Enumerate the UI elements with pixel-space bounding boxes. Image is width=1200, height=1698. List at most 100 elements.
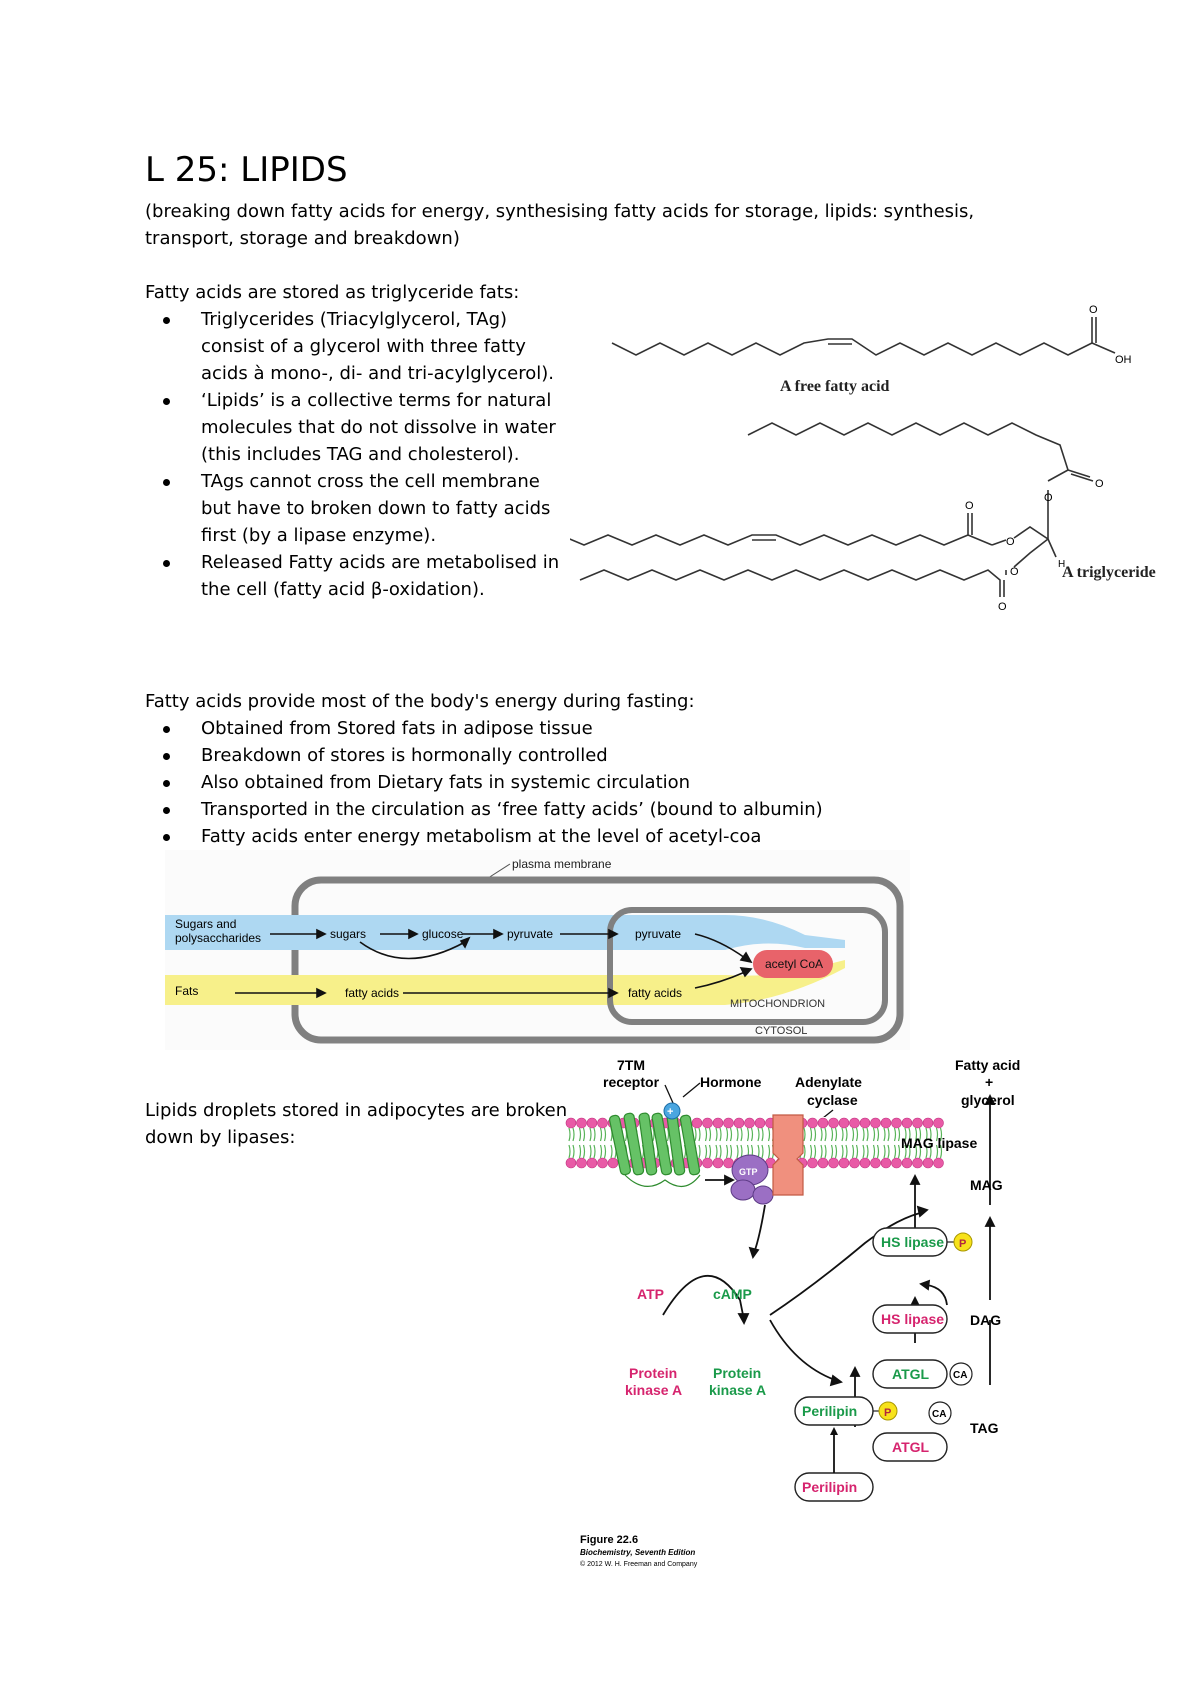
metabolism-arrows — [235, 928, 753, 999]
free-fatty-acid-chain — [611, 317, 1116, 356]
subtitle: (breaking down fatty acids for energy, s… — [145, 201, 975, 249]
receptor-label: receptor — [603, 1074, 660, 1090]
lipid-head — [723, 1117, 734, 1129]
lipid-head — [576, 1157, 587, 1169]
lipid-tail — [904, 1144, 911, 1159]
lipid-head — [880, 1157, 892, 1169]
lipid-head — [870, 1157, 881, 1169]
lipid-head — [597, 1117, 608, 1129]
fatty-acids-mito-label: fatty acids — [628, 986, 682, 1000]
hs-lipase-inactive-node — [872, 1304, 948, 1334]
lipid-tail — [904, 1127, 911, 1142]
page-title: L 25: LIPIDS — [145, 150, 348, 190]
lipid-tail — [914, 1144, 922, 1159]
ca-icon — [928, 1401, 952, 1425]
lipid-head — [702, 1157, 713, 1169]
lipid-head — [901, 1157, 913, 1169]
lipid-tail — [830, 1127, 838, 1142]
lipid-head — [712, 1157, 724, 1169]
fatty-acid-glycerol-label: Fatty acid — [955, 1057, 1020, 1073]
mitochondrion-outline — [607, 907, 888, 1025]
lipid-head — [891, 1117, 902, 1129]
tag-label: TAG — [970, 1420, 999, 1436]
bullet-dot — [163, 479, 170, 486]
lipid-tail — [925, 1127, 932, 1142]
list-item: Obtained from Stored fats in adipose tis… — [145, 715, 1045, 742]
g-protein — [730, 1154, 774, 1205]
phosphate-label: P — [959, 1238, 966, 1250]
lipid-tail — [820, 1127, 827, 1142]
lipid-head — [859, 1157, 871, 1169]
free-fatty-acid-label: A free fatty acid — [780, 378, 890, 395]
energy-metabolism-diagram: plasma membrane Sugars and polysaccharid… — [165, 850, 910, 1050]
lipid-head — [838, 1117, 850, 1129]
atom-o: O — [1089, 304, 1098, 316]
storage-bullet-list: Triglycerides (Triacylglycerol, TAg) con… — [145, 306, 565, 603]
atom-o: O — [965, 500, 974, 512]
atom-o: O — [1010, 566, 1019, 578]
sugars-source-label: Sugars and — [175, 917, 236, 931]
lipid-tail — [935, 1144, 943, 1159]
bullet-dot — [163, 398, 170, 405]
list-item: Breakdown of stores is hormonally contro… — [145, 742, 1045, 769]
pka-inactive-label: Protein — [629, 1365, 677, 1381]
phosphate-label: P — [884, 1407, 891, 1419]
figure-caption: Figure 22.6 — [580, 1534, 638, 1546]
lipid-head — [912, 1117, 923, 1129]
atgl-inactive-label: ATGL — [892, 1439, 930, 1455]
lipid-head — [744, 1117, 755, 1129]
pka-inactive-label: kinase A — [625, 1382, 682, 1398]
lipid-tail — [872, 1144, 880, 1159]
lipid-tail — [809, 1144, 817, 1159]
lipid-head — [817, 1117, 829, 1129]
hormone-plus-label: + — [667, 1106, 673, 1118]
atgl-active-node — [872, 1359, 948, 1389]
lipid-tail — [704, 1144, 712, 1159]
fatty-acid-glycerol-label: + — [985, 1074, 993, 1090]
bullet-dot — [163, 726, 170, 733]
lipid-tail — [862, 1127, 869, 1142]
lipid-head — [870, 1117, 881, 1129]
atom-o: O — [1006, 536, 1015, 548]
mitochondrion-label: MITOCHONDRION — [730, 998, 825, 1010]
adenylate-cyclase-label: cyclase — [807, 1092, 858, 1108]
lipid-head — [586, 1117, 598, 1129]
lipid-tail — [851, 1144, 859, 1159]
lipid-tail — [883, 1144, 890, 1159]
lipid-head — [891, 1157, 902, 1169]
lipid-head — [597, 1157, 608, 1169]
list-item: Fatty acids enter energy metabolism at t… — [145, 823, 1045, 850]
lipid-head — [807, 1117, 818, 1129]
atom-oh: OH — [1115, 354, 1132, 366]
lipid-tail — [851, 1127, 859, 1142]
section-heading-lipases: Lipids droplets stored in adipocytes are… — [145, 1100, 568, 1148]
adenylate-cyclase-label: Adenylate — [795, 1074, 862, 1090]
lipid-head — [828, 1157, 839, 1169]
lipid-head — [607, 1157, 619, 1169]
list-item: Triglycerides (Triacylglycerol, TAg) con… — [145, 306, 565, 387]
lipid-tail — [715, 1144, 722, 1159]
lipid-tail — [935, 1127, 943, 1142]
cell-outline — [291, 876, 904, 1044]
adenylate-cyclase-icon — [772, 1114, 804, 1196]
atgl-active-label: ATGL — [892, 1366, 930, 1382]
lipid-tail — [568, 1144, 575, 1159]
lipid-head — [933, 1157, 944, 1169]
cytosol-label: CYTOSOL — [755, 1025, 807, 1037]
lipid-head — [565, 1157, 577, 1169]
lipid-tail — [809, 1127, 817, 1142]
ca-icon — [949, 1362, 973, 1386]
atp-label: ATP — [637, 1286, 664, 1302]
lipid-head — [912, 1157, 923, 1169]
dag-label: DAG — [970, 1312, 1001, 1328]
lipid-head — [828, 1117, 839, 1129]
pka-active-label: kinase A — [709, 1382, 766, 1398]
lipid-tail — [578, 1127, 586, 1142]
lipid-head — [691, 1117, 703, 1129]
atom-h: H — [1058, 559, 1065, 570]
lipid-tail — [715, 1127, 722, 1142]
lipid-tail — [694, 1127, 701, 1142]
lipid-head — [565, 1117, 577, 1129]
pka-active-label: Protein — [713, 1365, 761, 1381]
atom-o: O — [998, 601, 1007, 613]
